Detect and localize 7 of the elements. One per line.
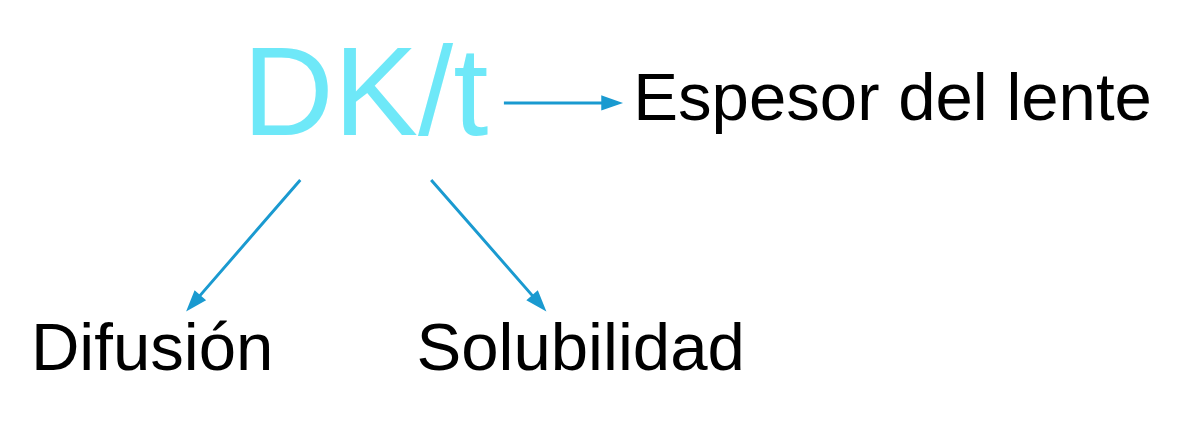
arrow: [503, 95, 623, 111]
node-text: Difusión: [30, 308, 274, 384]
node-text: DK/t: [242, 20, 489, 162]
node-text: Espesor del lente: [633, 59, 1152, 135]
arrow: [186, 179, 302, 312]
node-text: Solubilidad: [416, 308, 745, 384]
arrow: [430, 179, 547, 312]
